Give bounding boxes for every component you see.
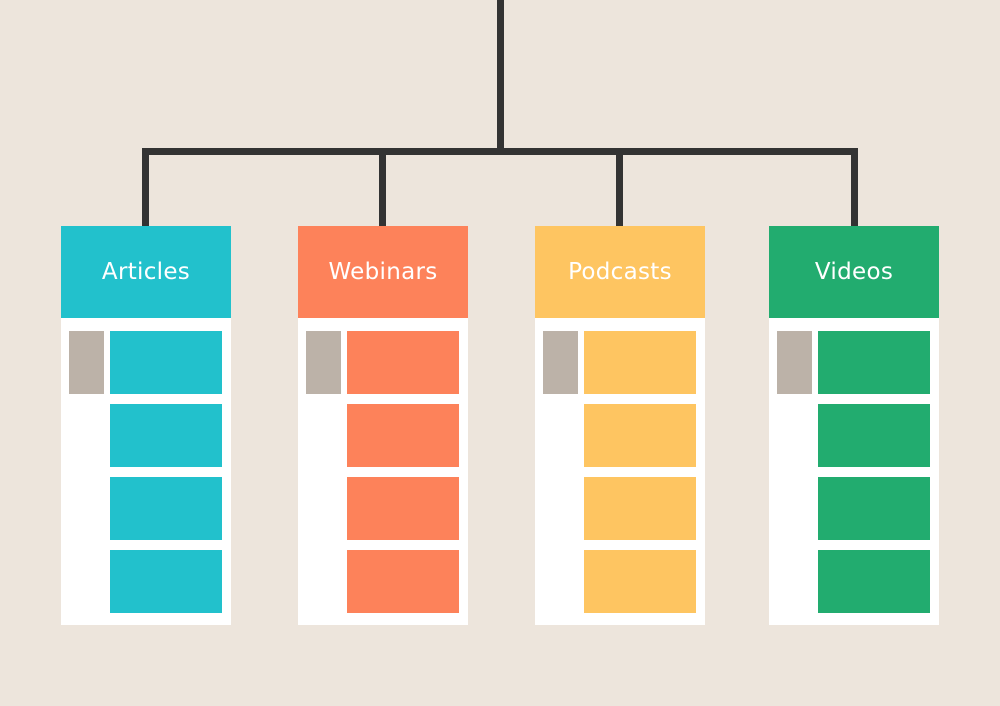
- root-connector: [497, 0, 504, 153]
- category-title: Videos: [814, 259, 894, 285]
- category-header-webinars: Webinars: [298, 226, 468, 318]
- category-header-videos: Videos: [769, 226, 939, 318]
- branch-connector-podcasts: [616, 148, 623, 228]
- content-item-block: [110, 404, 222, 467]
- category-header-articles: Articles: [61, 226, 231, 318]
- content-item-block: [818, 331, 930, 394]
- thumbnail-placeholder: [543, 331, 578, 394]
- branch-connector-webinars: [379, 148, 386, 228]
- category-title: Podcasts: [568, 259, 672, 285]
- branch-connector-articles: [142, 148, 149, 228]
- thumbnail-placeholder: [306, 331, 341, 394]
- content-item-block: [584, 477, 696, 540]
- category-title: Webinars: [328, 259, 438, 285]
- thumbnail-placeholder: [777, 331, 812, 394]
- content-item-block: [584, 331, 696, 394]
- content-item-block: [818, 477, 930, 540]
- category-title: Articles: [101, 259, 191, 285]
- content-item-block: [110, 331, 222, 394]
- category-card-articles: Articles: [61, 226, 231, 625]
- content-item-block: [347, 477, 459, 540]
- content-item-block: [584, 404, 696, 467]
- category-card-podcasts: Podcasts: [535, 226, 705, 625]
- content-item-block: [347, 550, 459, 613]
- category-card-webinars: Webinars: [298, 226, 468, 625]
- category-header-podcasts: Podcasts: [535, 226, 705, 318]
- content-item-block: [110, 477, 222, 540]
- branch-connector-videos: [851, 148, 858, 228]
- content-item-block: [347, 331, 459, 394]
- horizontal-connector: [142, 148, 858, 155]
- content-item-block: [818, 404, 930, 467]
- content-item-block: [347, 404, 459, 467]
- content-item-block: [584, 550, 696, 613]
- category-card-videos: Videos: [769, 226, 939, 625]
- thumbnail-placeholder: [69, 331, 104, 394]
- content-item-block: [818, 550, 930, 613]
- content-item-block: [110, 550, 222, 613]
